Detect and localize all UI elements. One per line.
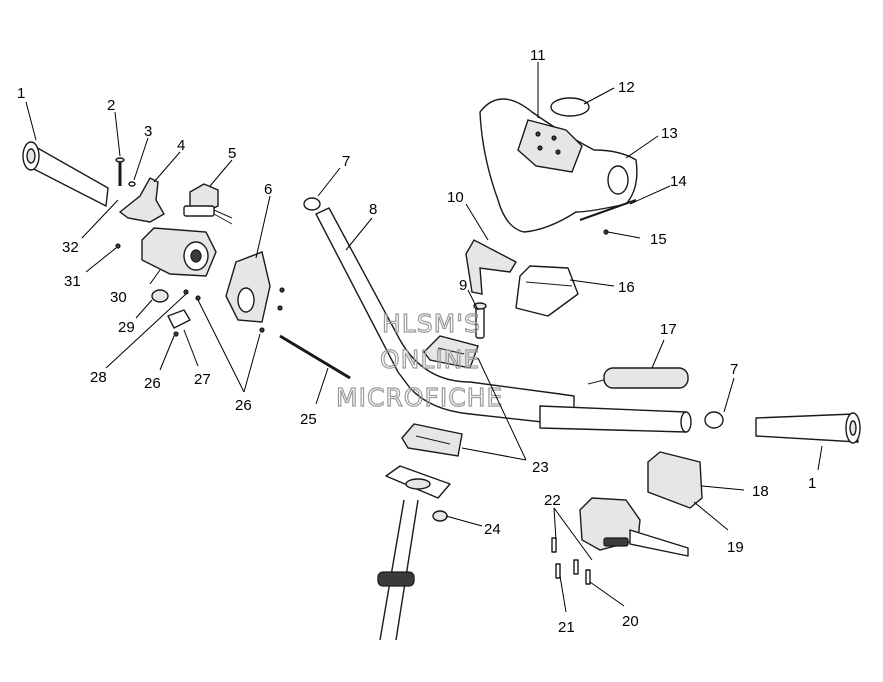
callout-26-right: 26 [235,397,252,414]
handlebar [315,207,692,433]
throttle-housing [141,227,217,277]
plug-left [303,197,321,211]
small-screws [115,243,285,337]
watermark-line-3: MICROFICHE [336,383,503,412]
lower-cover-rear [515,265,579,317]
callout-16: 16 [618,279,635,296]
switch [183,183,233,225]
callout-17: 17 [660,321,677,338]
callout-9: 9 [459,277,467,294]
left-grip [22,141,109,207]
plate [167,309,191,329]
callout-26-left: 26 [144,375,161,392]
handlebar-clamp-upper [423,335,479,369]
callout-31: 31 [64,273,81,290]
callout-7-right: 7 [730,361,738,378]
handlebar-clamp-lower [401,423,463,457]
callout-3: 3 [144,123,152,140]
cap [151,289,169,303]
callout-1-left: 1 [17,85,25,102]
callout-15: 15 [650,231,667,248]
throttle-lever [118,177,165,223]
watermark: HLSM'S ONLINE MICROFICHE [335,308,503,412]
pin [115,157,125,186]
master-cylinder-cover [647,451,703,509]
callout-11: 11 [530,47,546,64]
heater-element [587,367,689,389]
callout-8: 8 [369,201,377,218]
washer [128,181,136,187]
callout-25: 25 [300,411,317,428]
callout-10: 10 [447,189,464,206]
watermark-line-2: ONLINE [380,345,480,374]
brake-master-cylinder [579,497,689,557]
right-grip [755,412,861,444]
callout-23: 23 [532,459,549,476]
throttle-cable [279,334,351,380]
lower-cover-front [465,239,517,295]
upper-cover [479,98,638,233]
leader-lines [25,62,823,613]
callout-4: 4 [177,137,185,154]
callouts: 1 2 3 4 5 6 7 8 9 10 11 12 13 14 15 16 1… [17,47,816,636]
brake-screws [551,537,591,585]
plug-right [704,411,724,429]
callout-24: 24 [484,521,501,538]
callout-13: 13 [661,125,678,142]
callout-6: 6 [264,181,272,198]
housing-cover [225,251,271,323]
callout-2: 2 [107,97,115,114]
callout-30: 30 [110,289,127,306]
callout-32: 32 [62,239,79,256]
callout-22: 22 [544,492,561,509]
callout-20: 20 [622,613,639,630]
callout-19: 19 [727,539,744,556]
callout-14: 14 [670,173,687,190]
clamp-bolt [473,302,487,339]
callout-12: 12 [618,79,635,96]
callout-28: 28 [90,369,107,386]
callout-1-right: 1 [808,475,816,492]
callout-7-left: 7 [342,153,350,170]
steering-column [377,465,451,641]
nut [432,510,448,522]
decal [550,97,590,117]
callout-29: 29 [118,319,135,336]
watermark-line-1: HLSM'S [382,309,481,338]
callout-5: 5 [228,145,236,162]
callout-27: 27 [194,371,211,388]
callout-21: 21 [558,619,575,636]
callout-18: 18 [752,483,769,500]
